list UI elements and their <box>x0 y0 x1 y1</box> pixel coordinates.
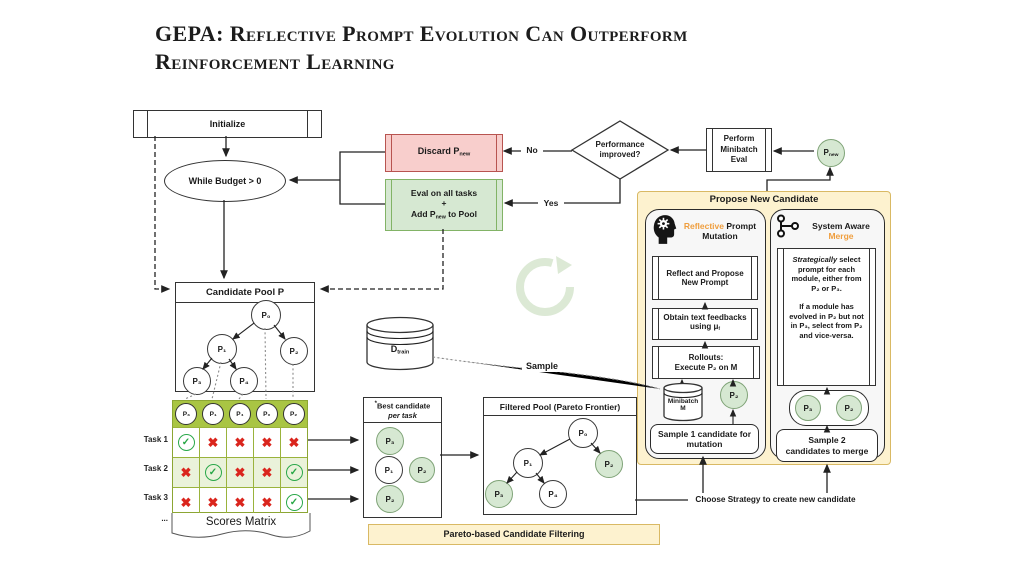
refresh-loop-icon <box>516 256 574 316</box>
title-line1: GEPA: Reflective Prompt Evolution Can Ou… <box>155 21 688 46</box>
merge-p2-node: P₂ <box>836 395 862 421</box>
discard-pnew-box: Discard Pnew <box>385 134 503 172</box>
filtered-node-p1: P₁ <box>513 448 543 478</box>
matrix-cell: ✓ <box>199 458 226 487</box>
eval-line3: Add Pnew to Pool <box>411 208 477 220</box>
filtered-node-p2: P₂ <box>595 450 623 478</box>
best-node-p2b: P₂ <box>376 485 404 513</box>
mutation-title: Reflective Prompt Mutation <box>683 221 757 241</box>
best-node-p3: P₃ <box>376 427 404 455</box>
pool-node-p4: P₄ <box>230 367 258 395</box>
merge-p3-node: P₃ <box>795 395 821 421</box>
pool-node-p2: P₂ <box>280 337 308 365</box>
mutation-step-rollouts: Rollouts: Execute P₂ on M <box>652 346 760 379</box>
matrix-col-p1: P₁ <box>202 403 225 425</box>
perform-minibatch-eval-label: Perform Minibatch Eval <box>720 134 758 165</box>
matrix-cell: ✖ <box>253 428 280 457</box>
matrix-cell: ✓ <box>173 428 199 457</box>
pareto-filtering-strip: Pareto-based Candidate Filtering <box>368 524 660 545</box>
tasks-ellipsis: ... <box>161 514 168 523</box>
matrix-cell: ✖ <box>253 488 280 517</box>
sample-label: Sample <box>522 360 562 372</box>
choose-strategy-label: Choose Strategy to create new candidate <box>688 493 863 506</box>
matrix-cell: ✖ <box>226 458 253 487</box>
filtered-node-p3: P₃ <box>485 480 513 508</box>
matrix-row-task3: ✖ ✖ ✖ ✖ ✓ <box>173 487 307 517</box>
no-label: No <box>521 144 543 156</box>
matrix-cell: ✖ <box>280 428 307 457</box>
filtered-node-p0: P₀ <box>568 418 598 448</box>
decision-label: Performance improved? <box>595 140 645 159</box>
yes-label: Yes <box>538 197 564 209</box>
matrix-cell: ✖ <box>180 494 192 510</box>
pool-node-p0: P₀ <box>251 300 281 330</box>
merge-icon <box>776 214 800 238</box>
propose-title: Propose New Candidate <box>709 194 819 205</box>
matrix-col-p0: P₀ <box>255 403 278 425</box>
discard-pnew-label: Discard Pnew <box>417 146 471 158</box>
matrix-col-p3: P₃ <box>175 403 198 425</box>
mutation-step-reflect: Reflect and Propose New Prompt <box>652 256 758 300</box>
pool-node-p1: P₁ <box>207 334 237 364</box>
merge-strategy-p2: If a module has evolved in P₂ but not in… <box>789 302 864 340</box>
filtered-pool-title: Filtered Pool (Pareto Frontier) <box>484 398 636 416</box>
matrix-cell: ✖ <box>180 464 192 480</box>
matrix-cell: ✖ <box>199 428 226 457</box>
merge-strategy-box: Strategically select prompt for each mod… <box>777 248 876 386</box>
matrix-cell: ✖ <box>253 458 280 487</box>
title-line2: Reinforcement Learning <box>155 49 395 74</box>
matrix-col-p2: P₂ <box>282 403 305 425</box>
matrix-row-task1: ✓ ✖ ✖ ✖ ✖ <box>173 427 307 457</box>
best-node-p1: P₁ <box>375 456 403 484</box>
matrix-col-p4: P₄ <box>228 403 251 425</box>
pool-node-p3: P₃ <box>183 367 211 395</box>
page-title: GEPA: Reflective Prompt Evolution Can Ou… <box>155 20 815 76</box>
matrix-cell: ✖ <box>226 488 253 517</box>
dtrain-cylinder <box>366 316 434 371</box>
matrix-cell: ✖ <box>226 428 253 457</box>
task-3-label: Task 3 <box>143 493 168 502</box>
matrix-row-task2: ✖ ✓ ✖ ✖ ✓ <box>173 457 307 487</box>
initialize-box: Initialize <box>133 110 322 138</box>
pareto-filtering-label: Pareto-based Candidate Filtering <box>443 529 585 540</box>
candidate-pool-title: Candidate Pool P <box>176 283 314 303</box>
task-1-label: Task 1 <box>143 435 168 444</box>
filtered-node-p4: P₄ <box>539 480 567 508</box>
best-node-p2a: P₂ <box>409 457 435 483</box>
head-gear-icon <box>650 213 678 245</box>
initialize-label: Initialize <box>209 118 246 129</box>
eval-line2: + <box>441 198 447 209</box>
scores-matrix: P₃ P₁ P₄ P₀ P₂ ✓ ✖ ✖ ✖ ✖ ✖ ✓ ✖ ✖ ✓ ✖ ✖ ✖… <box>172 400 308 517</box>
scores-matrix-caption: Scores Matrix <box>205 516 277 528</box>
minibatch-label: Minibatch M <box>667 397 699 413</box>
decision-diamond <box>570 120 670 180</box>
eval-line1: Eval on all tasks <box>410 187 478 198</box>
minibatch-cylinder <box>663 382 703 422</box>
best-candidate-title: *Best candidate per task <box>364 398 441 423</box>
sample-2-box: Sample 2 candidates to merge <box>776 429 878 462</box>
while-budget-ellipse: While Budget > 0 <box>164 160 286 202</box>
matrix-cell: ✓ <box>280 488 307 517</box>
merge-title: System Aware Merge <box>812 221 870 241</box>
merge-strategy-p1: Strategically select prompt for each mod… <box>791 255 862 293</box>
while-budget-label: While Budget > 0 <box>188 176 262 186</box>
sample-1-box: Sample 1 candidate for mutation <box>650 424 759 454</box>
p-new-node: Pnew <box>817 139 845 167</box>
perform-minibatch-eval-box: Perform Minibatch Eval <box>706 128 772 172</box>
matrix-header-row: P₃ P₁ P₄ P₀ P₂ <box>173 401 307 427</box>
matrix-cell: ✓ <box>280 458 307 487</box>
eval-add-pool-box: Eval on all tasks + Add Pnew to Pool <box>385 179 503 231</box>
matrix-cell: ✖ <box>199 488 226 517</box>
task-2-label: Task 2 <box>143 464 168 473</box>
dtrain-label: Dtrain <box>390 344 410 356</box>
